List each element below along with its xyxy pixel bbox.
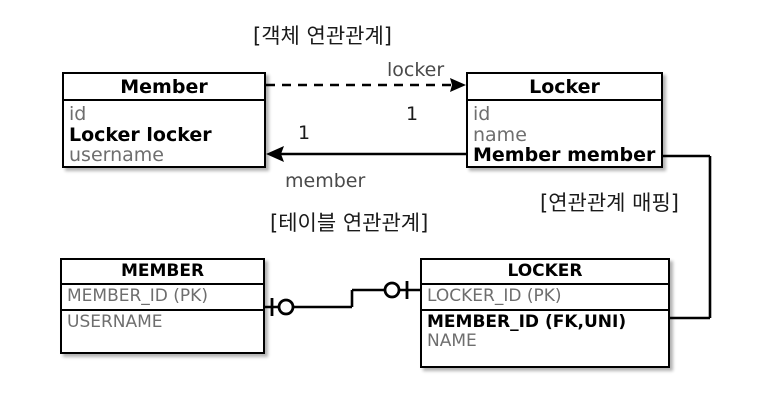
class-box-member[interactable]: Member id Locker locker username (62, 72, 266, 168)
arrowhead-member (266, 146, 284, 162)
table-compartment-member-pk: MEMBER_ID (PK) (62, 285, 263, 312)
multiplicity-locker-end: 1 (406, 103, 419, 125)
table-box-locker[interactable]: LOCKER LOCKER_ID (PK) MEMBER_ID (FK,UNI)… (420, 258, 670, 368)
arrowhead-locker (450, 78, 466, 92)
class-title-locker: Locker (468, 74, 661, 101)
class-title-member: Member (64, 74, 264, 101)
table-title-member: MEMBER (62, 260, 263, 285)
edge-label-locker-role: locker (387, 59, 445, 81)
table-compartment-locker-cols: MEMBER_ID (FK,UNI) NAME (422, 311, 668, 351)
table-column-member-id: MEMBER_ID (PK) (67, 286, 208, 306)
table-compartment-member-cols: USERNAME (62, 311, 263, 332)
table-column-locker-id: LOCKER_ID (PK) (427, 286, 562, 306)
section-label-association-mapping: [연관관계 매핑] (540, 191, 679, 215)
class-attribute-member-username: username (69, 144, 164, 167)
class-attributes-locker: id name Member member (468, 101, 661, 166)
table-title-locker: LOCKER (422, 260, 668, 285)
table-column-member-username: USERNAME (67, 312, 163, 333)
table-column-locker-name: NAME (427, 331, 477, 352)
cardinality-circle-member (277, 298, 295, 316)
section-label-table-association: [테이블 연관관계] (270, 211, 429, 235)
class-attribute-locker-id: id (473, 103, 491, 125)
cardinality-circle-locker (383, 281, 401, 299)
class-attribute-member-id: id (69, 103, 87, 125)
class-attribute-locker-name: name (473, 123, 527, 146)
class-box-locker[interactable]: Locker id name Member member (466, 72, 663, 168)
section-label-object-association: [객체 연관관계] (253, 24, 392, 48)
multiplicity-member-end: 1 (298, 122, 311, 144)
class-attributes-member: id Locker locker username (64, 101, 264, 166)
class-attribute-member-locker: Locker locker (69, 123, 212, 146)
table-box-member[interactable]: MEMBER MEMBER_ID (PK) USERNAME (60, 258, 265, 354)
edge-label-member-role: member (285, 170, 366, 192)
table-column-locker-member-id: MEMBER_ID (FK,UNI) (427, 312, 627, 333)
class-attribute-locker-member: Member member (473, 144, 656, 167)
table-compartment-locker-pk: LOCKER_ID (PK) (422, 285, 668, 312)
